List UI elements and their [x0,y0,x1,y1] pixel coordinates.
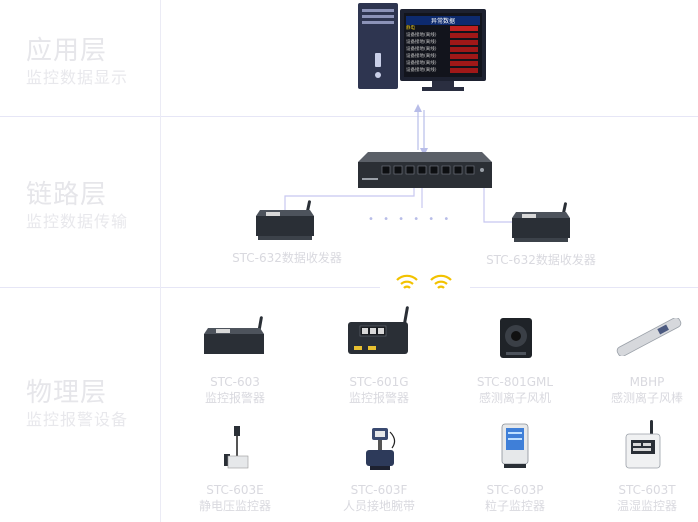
device-stc-603p [500,422,532,470]
monitor-screen-rows: 静电 设备接地(离线) 设备接地(离线) 设备接地(离线) 设备接地(离线) 设… [406,25,480,74]
device-model-label: STC-601G [349,375,409,389]
receiver-label-left: STC-632数据收发器 [232,251,342,265]
layer-title-application: 应用层 [26,36,108,66]
layer-title-physical: 物理层 [26,378,108,408]
device-desc-label: 感测离子风机 [478,391,551,405]
device-model-label: STC-603F [350,483,408,497]
monitor-row: 设备接地(离线) [406,68,437,73]
device-stc-603e [220,424,254,472]
device-stc-801gml [498,316,534,362]
device-stc-601g [346,306,412,358]
monitor-row: 设备接地(离线) [406,54,437,59]
device-desc-label: 静电压监控器 [198,499,271,513]
device-desc-label: 温湿监控器 [616,499,677,513]
layer-subtitle-link: 监控数据传输 [26,212,129,231]
monitor-row: 设备接地(离线) [406,40,437,45]
divider-vertical [160,0,161,522]
layer-subtitle-application: 监控数据显示 [26,68,129,87]
divider-top [0,116,698,117]
device-model-label: STC-603E [206,483,264,497]
device-model-label: STC-603T [618,483,676,497]
device-desc-label: 监控报警器 [204,391,265,405]
device-model-label: MBHP [629,375,665,389]
device-model-label: STC-603 [210,375,260,389]
wifi-icon [430,274,452,289]
divider-middle-right [470,287,698,288]
monitor-row: 设备接地(离线) [406,47,437,52]
device-model-label: STC-603P [486,483,544,497]
device-stc-603 [204,316,268,360]
device-stc-603t [622,420,664,474]
monitor-alert-bars [450,26,478,73]
device-desc-label: 感测离子风棒 [610,391,683,405]
desktop-computer: 异常数据 静电 设备接地(离线) 设备接地(离线) 设备接地(离线) 设备接地(… [358,3,488,95]
monitor-row: 设备接地(离线) [406,33,437,38]
device-stc-603f [362,426,398,472]
device-desc-label: 粒子监控器 [484,499,545,513]
layer-subtitle-physical: 监控报警设备 [26,410,129,429]
monitor-row: 设备接地(离线) [406,61,437,66]
monitor-screen-header: 异常数据 [406,16,480,25]
device-desc-label: 人员接地腕带 [342,499,415,513]
receiver-label-right: STC-632数据收发器 [486,253,596,267]
data-transceiver-right [512,200,574,244]
layer-title-link: 链路层 [26,180,108,210]
divider-middle-left [0,287,380,288]
wifi-icon [396,274,418,289]
monitor-row: 静电 [406,26,415,31]
network-switch [358,152,492,192]
device-desc-label: 监控报警器 [348,391,409,405]
device-mbhp [612,318,686,356]
connector-dots: • • • • • • [368,214,453,225]
device-model-label: STC-801GML [476,375,554,389]
data-transceiver-left [256,198,318,242]
